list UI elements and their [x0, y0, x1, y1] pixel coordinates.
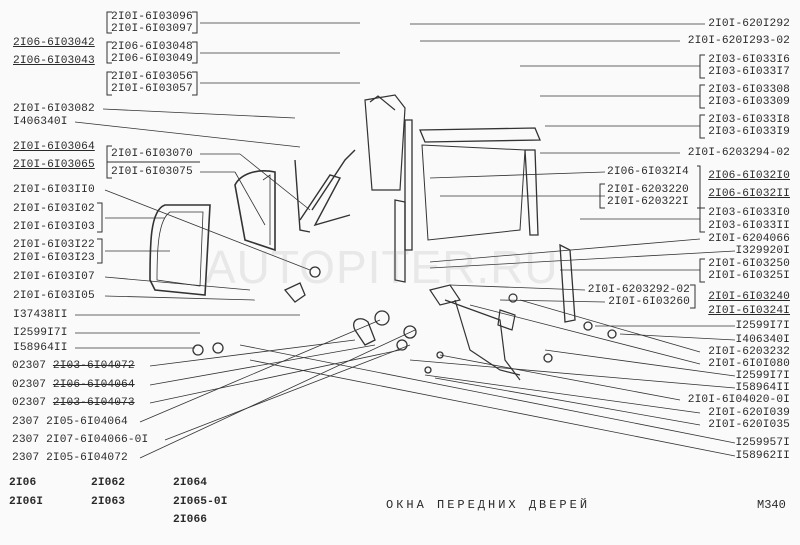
- part-label: 2I0I-6I03056: [111, 71, 193, 83]
- model-label: 2I065-0I: [173, 496, 228, 508]
- part-label: 2I06-6I032II: [708, 188, 790, 200]
- part-label: 2I0I-6I03I05: [13, 290, 95, 302]
- prefix: 02307: [12, 379, 47, 391]
- part-label: 2I06-6I03042: [13, 37, 95, 49]
- part-label: 2I0I-6204066: [708, 233, 790, 245]
- part-label: 2I0I-6I03075: [111, 166, 193, 178]
- part-label: 2I03-6I033I6: [708, 54, 790, 66]
- prefix: 2307: [12, 416, 40, 428]
- part-label: I58962II: [735, 450, 790, 462]
- part-label: 2I06-6I032I0: [708, 170, 790, 182]
- part-label: I2599I7I: [13, 327, 68, 339]
- part-label: 2I0I-6I03I03: [13, 221, 95, 233]
- part-label: I2599I7I: [735, 370, 790, 382]
- part-label: 2I03-6I033II: [708, 220, 790, 232]
- part-label: 2I0I-6I0325I: [708, 270, 790, 282]
- model-label: 2I06I: [9, 496, 44, 508]
- vent-seals: [294, 149, 356, 233]
- part-number: 2I07-6I04066-0I: [46, 434, 149, 446]
- part-label: 2I06-6I03049: [111, 53, 193, 65]
- part-label: 2I06-6I03048: [111, 41, 193, 53]
- model-label: 2I066: [173, 514, 208, 526]
- part-label: I406340I: [735, 334, 790, 346]
- part-label: 2I03-6I033I0: [708, 207, 790, 219]
- model-label: 2I06: [9, 477, 37, 489]
- sheet-code: M340: [757, 498, 786, 512]
- handle-row: 02307 2I03-6I04072: [12, 360, 135, 372]
- leader-lines-left: [74, 22, 416, 459]
- prefix: 02307: [12, 360, 47, 372]
- part-label: 2I0I-6I03057: [111, 83, 193, 95]
- part-label: 2I0I-6I03260: [608, 296, 690, 308]
- part-label: 2I0I-6I03I07: [13, 271, 95, 283]
- part-label: 2I03-6I033I7: [708, 66, 790, 78]
- model-label: 2I063: [91, 496, 126, 508]
- window-regulator: [429, 284, 521, 381]
- part-label: 2I0I-620322I: [607, 196, 689, 208]
- part-label: 2I0I-6I03064: [13, 141, 95, 153]
- part-label: 2I03-6I03308: [708, 84, 790, 96]
- part-label: 2I0I-6I03097: [111, 23, 193, 35]
- handle-row: 2307 2I05-6I04072: [12, 452, 128, 464]
- part-number: 2I05-6I04072: [46, 452, 128, 464]
- part-number: 2I05-6I04064: [46, 416, 128, 428]
- part-label: 2I0I-6I03I22: [13, 239, 95, 251]
- watermark: AUTOPITER.RU: [205, 241, 559, 293]
- part-label: 2I0I-6I03070: [111, 148, 193, 160]
- handle-row: 2307 2I05-6I04064: [12, 416, 128, 428]
- part-number: 2I03-6I04073: [52, 397, 135, 409]
- vent-glass: [364, 94, 406, 191]
- part-label: 2I0I-6I0I080: [708, 358, 790, 370]
- part-label: 2I0I-620I039: [708, 407, 790, 419]
- part-label: 2I0I-6I03082: [13, 103, 95, 115]
- part-label: I58964II: [13, 342, 68, 354]
- part-label: I406340I: [13, 116, 68, 128]
- prefix: 2307: [12, 452, 40, 464]
- part-label: 2I03-6I033I8: [708, 114, 790, 126]
- part-label: 2I0I-6I03240: [708, 291, 790, 303]
- part-label: I329920I: [735, 245, 790, 257]
- model-label: 2I064: [173, 477, 208, 489]
- model-label: 2I062: [91, 477, 126, 489]
- part-label: I58964II: [735, 382, 790, 394]
- part-label: I259957I: [735, 437, 790, 449]
- page-title: ОКНА ПЕРЕДНИХ ДВЕРЕЙ: [386, 498, 591, 512]
- part-label: 2I0I-6203294-02: [687, 147, 790, 159]
- part-label: 2I0I-620I035: [708, 419, 790, 431]
- part-number: 2I06-6I04064: [52, 379, 135, 391]
- quarter-vent-frame: [149, 170, 276, 296]
- handle-row: 02307 2I03-6I04073: [12, 397, 135, 409]
- part-label: 2I06-6I03043: [13, 55, 95, 67]
- handle-row: 02307 2I06-6I04064: [12, 379, 135, 391]
- window-handles: [192, 266, 617, 374]
- part-label: I2599I7I: [735, 320, 790, 332]
- part-label: 2I0I-6I0324I: [708, 305, 790, 317]
- part-label: I37438II: [13, 309, 68, 321]
- brackets: [97, 11, 705, 309]
- handle-row: 2307 2I07-6I04066-0I: [12, 434, 148, 446]
- part-label: 2I0I-6I03II0: [13, 184, 95, 196]
- part-label: 2I0I-6I03I23: [13, 252, 95, 264]
- part-label: 2I0I-6I04020-0I: [687, 394, 790, 406]
- part-label: 2I0I-6I03250: [708, 258, 790, 270]
- door-glass-runners: [394, 119, 576, 323]
- prefix: 02307: [12, 397, 47, 409]
- part-label: 2I03-6I03309: [708, 96, 790, 108]
- part-label: 2I0I-6I03065: [13, 159, 95, 171]
- part-label: 2I03-6I033I9: [708, 126, 790, 138]
- part-label: 2I0I-6203292-02: [587, 284, 690, 296]
- part-number: 2I03-6I04072: [52, 360, 135, 372]
- part-label: 2I0I-6I03096: [111, 11, 193, 23]
- part-label: 2I0I-620I293-02: [687, 35, 790, 47]
- part-label: 2I0I-620I292: [708, 18, 790, 30]
- prefix: 2307: [12, 434, 40, 446]
- part-label: 2I0I-6203232: [708, 346, 790, 358]
- part-label: 2I0I-6203220: [607, 184, 689, 196]
- part-label: 2I06-6I032I4: [607, 166, 689, 178]
- part-label: 2I0I-6I03I02: [13, 203, 95, 215]
